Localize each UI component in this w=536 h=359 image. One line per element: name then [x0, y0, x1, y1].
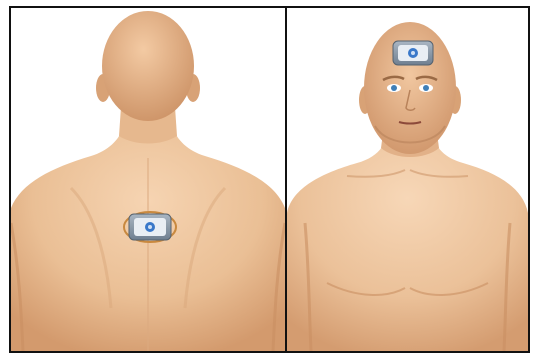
back-head — [102, 11, 194, 121]
front-torso — [287, 133, 528, 351]
front-view-panel — [285, 6, 530, 353]
front-view-illustration — [287, 8, 528, 351]
back-view-illustration — [11, 8, 285, 351]
upper-back-device — [124, 212, 176, 242]
back-view-panel — [9, 6, 287, 353]
forehead-device — [393, 41, 433, 65]
